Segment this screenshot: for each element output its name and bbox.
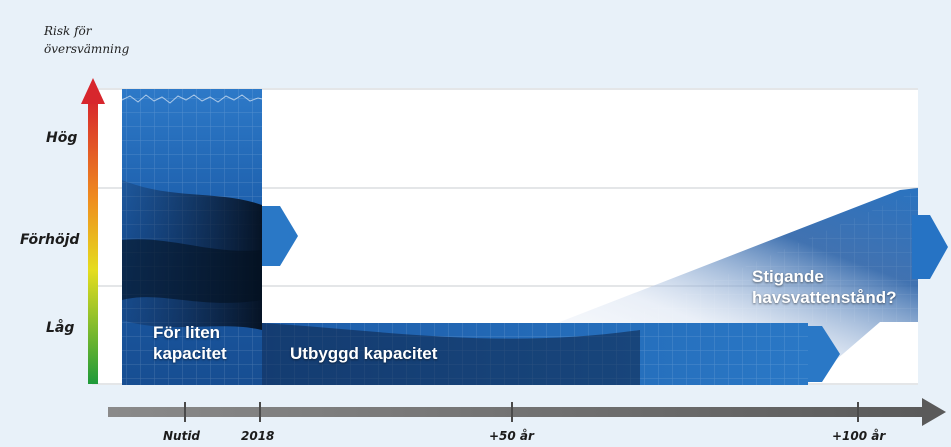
- time-axis-bar: [108, 407, 926, 417]
- risk-gradient-bar: [88, 100, 98, 384]
- rising-sea-grid: [620, 190, 918, 322]
- current-capacity-dark-band-2: [122, 239, 262, 303]
- expanded-capacity-shadow: [262, 323, 640, 385]
- rising-sea-label: Stigande havsvattenstånd?: [752, 267, 897, 307]
- current-arrow-head: [262, 206, 298, 266]
- risk-arrow-head: [81, 78, 105, 104]
- level-high-label: Hög: [46, 130, 78, 146]
- level-elevated-label: Förhöjd: [20, 232, 80, 248]
- expanded-arrow-head: [808, 326, 840, 382]
- risk-axis-label: Risk för översvämning: [44, 24, 130, 56]
- rising-arrow-head: [912, 215, 948, 279]
- tick-label-50: +50 år: [489, 429, 534, 443]
- current-capacity-wave: [121, 94, 263, 104]
- time-axis-arrow-head: [922, 398, 946, 426]
- expanded-capacity-label: Utbyggd kapacitet: [290, 344, 438, 363]
- tick-label-nutid: Nutid: [163, 429, 201, 443]
- tick-label-100: +100 år: [832, 429, 886, 443]
- tick-label-2018: 2018: [241, 429, 275, 443]
- level-low-label: Låg: [46, 320, 75, 336]
- current-capacity-label: För liten kapacitet: [153, 323, 227, 363]
